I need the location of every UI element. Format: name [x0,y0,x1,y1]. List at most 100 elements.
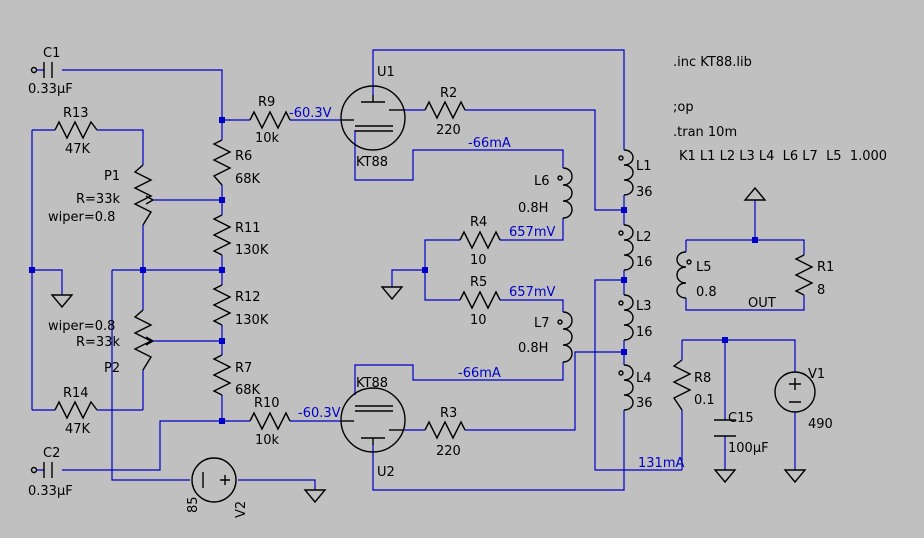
directive-coupling[interactable]: K1 L1 L2 L3 L4 L6 L7 L5 1.000 [679,149,887,164]
r6-value: 68K [235,172,261,187]
r14-name: R14 [63,386,89,401]
r8-name: R8 [694,371,711,386]
r4-voltage: 657mV [509,225,555,240]
potentiometer-p1[interactable]: P1 R=33k wiper=0.8 [48,164,154,226]
supply-current: 131mA [638,456,684,471]
r5-voltage: 657mV [509,285,555,300]
r9-name: R9 [258,95,275,110]
u2-name: U2 [377,465,395,480]
l7-name: L7 [534,316,550,331]
l1-value: 36 [636,185,653,200]
c15-name: C15 [728,411,754,426]
v2-name: V2 [234,501,249,518]
out-label: OUT [748,296,776,311]
u1-name: U1 [377,65,395,80]
ground-icon [713,469,737,484]
resistor-r5[interactable]: R5 10 [459,275,501,328]
r10-value: 10k [255,433,280,448]
l3-value: 16 [636,325,653,340]
r3-value: 220 [436,444,461,459]
resistor-r13[interactable]: R13 47K [54,106,98,157]
r11-value: 130K [235,243,269,258]
r13-value: 47K [65,142,91,157]
resistor-r8[interactable]: R8 0.1 [672,359,715,411]
inductor-l3[interactable]: L3 16 [618,294,653,341]
l7-value: 0.8H [518,341,548,356]
inductor-l7[interactable]: L7 0.8H [518,311,573,363]
l5-value: 0.8 [696,285,717,300]
inductor-l2[interactable]: L2 16 [618,224,653,271]
ground-icon [380,286,404,301]
voltage-source-v2[interactable]: 85 V2 [186,457,249,518]
directive-tran[interactable]: .tran 10m [673,125,737,140]
directive-inc[interactable]: .inc KT88.lib [673,55,752,70]
r11-name: R11 [235,221,261,236]
u1-model: KT88 [356,155,388,170]
tube-u2[interactable]: KT88 U2 [340,376,406,480]
resistor-r11[interactable]: R11 130K [212,214,269,258]
inductor-l5[interactable]: L5 0.8 [676,251,717,300]
inductor-l1[interactable]: L1 36 [618,149,653,200]
ground-icon [50,294,74,309]
c2-value: 0.33µF [28,484,73,499]
ground-icon [783,469,807,484]
supply-arrow-icon [743,186,767,201]
v2-value: 85 [186,496,201,513]
resistor-r4[interactable]: R4 10 [459,215,501,268]
resistor-r9[interactable]: R9 10k [249,95,291,146]
capacitor-c1[interactable]: C1 0.33µF [28,46,73,97]
r6-name: R6 [235,149,252,164]
r2-name: R2 [440,86,457,101]
r9-value: 10k [255,131,280,146]
c2-name: C2 [43,446,60,461]
resistor-r12[interactable]: R12 130K [212,284,269,328]
resistor-r6[interactable]: R6 68K [212,139,261,187]
voltage-source-v1[interactable]: V1 490 [774,367,833,432]
capacitor-c15[interactable]: C15 100µF [714,411,769,456]
junctions [29,117,758,424]
c1-name: C1 [43,46,60,61]
c15-value: 100µF [728,441,769,456]
resistor-r7[interactable]: R7 68K [212,354,261,398]
l4-name: L4 [636,371,652,386]
r10-name: R10 [254,396,280,411]
potentiometer-p2[interactable]: wiper=0.8 R=33k P2 [48,309,154,376]
directive-op[interactable]: ;op [673,100,694,115]
u1-current: -66mA [468,136,511,151]
p2-wiper: wiper=0.8 [48,319,115,334]
v1-value: 490 [808,417,833,432]
r14-value: 47K [65,422,91,437]
c1-value: 0.33µF [28,82,73,97]
r3-name: R3 [440,406,457,421]
u2-model: KT88 [356,376,388,391]
resistor-r2[interactable]: R2 220 [424,86,466,138]
u2-current: -66mA [458,366,501,381]
p2-name: P2 [104,361,120,376]
r5-name: R5 [470,275,487,290]
resistor-r14[interactable]: R14 47K [54,386,98,437]
l6-value: 0.8H [518,201,548,216]
p2-r: R=33k [76,335,120,350]
inductor-l4[interactable]: L4 36 [618,364,653,411]
inductor-l6[interactable]: L6 0.8H [518,167,573,219]
l2-name: L2 [636,230,652,245]
r2-value: 220 [436,123,461,138]
capacitor-c2[interactable]: C2 0.33µF [28,446,73,499]
p1-r: R=33k [76,192,120,207]
wires [31,49,805,491]
l2-value: 16 [636,255,653,270]
resistor-r3[interactable]: R3 220 [424,406,466,459]
p1-name: P1 [104,169,120,184]
r7-value: 68K [235,383,261,398]
r8-value: 0.1 [694,393,715,408]
r7-name: R7 [235,361,252,376]
tube-u1[interactable]: U1 KT88 [340,65,406,170]
r1-name: R1 [817,260,834,275]
r13-name: R13 [63,106,89,121]
r4-name: R4 [470,215,487,230]
resistor-r1[interactable]: R1 8 [794,254,834,298]
resistor-r10[interactable]: R10 10k [249,396,291,448]
p1-wiper: wiper=0.8 [48,210,115,225]
l4-value: 36 [636,396,653,411]
